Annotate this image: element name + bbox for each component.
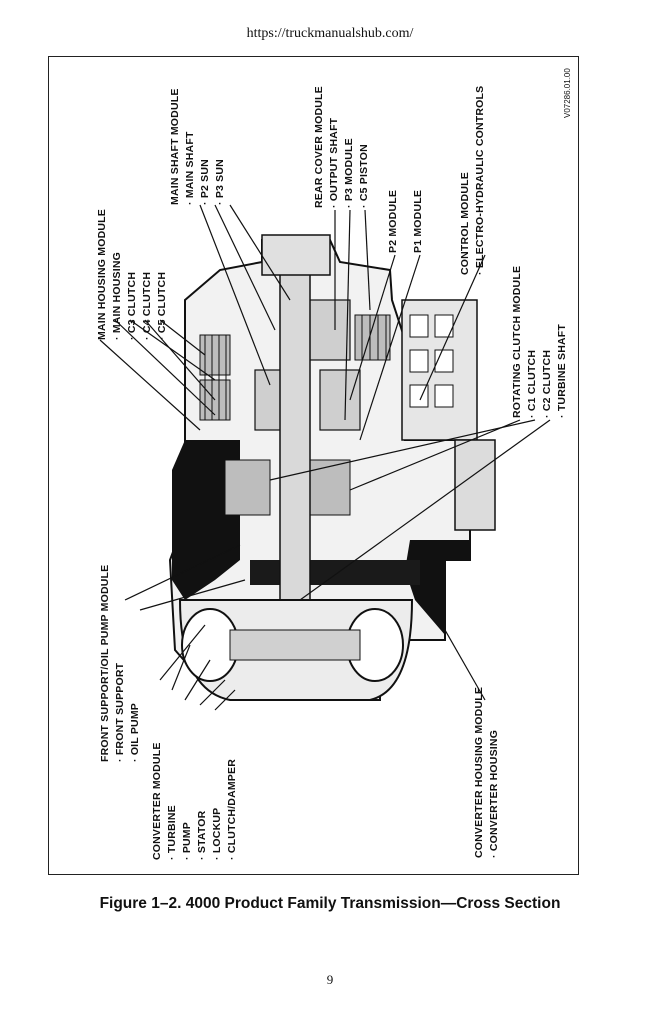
label-main-shaft-module: MAIN SHAFT MODULE · MAIN SHAFT · P2 SUN … — [169, 88, 226, 205]
figure-caption: Figure 1–2. 4000 Product Family Transmis… — [99, 895, 561, 912]
stator — [229, 629, 361, 661]
rear-housing-wall — [405, 540, 470, 635]
label-converter-housing-module: CONVERTER HOUSING MODULE · CONVERTER HOU… — [473, 686, 500, 858]
label-front-support-module: FRONT SUPPORT/OIL PUMP MODULE · FRONT SU… — [99, 564, 141, 762]
label-rotating-clutch-module: ROTATING CLUTCH MODULE · C1 CLUTCH · C2 … — [511, 265, 568, 418]
label-rear-cover-module: REAR COVER MODULE · OUTPUT SHAFT · P3 MO… — [313, 86, 370, 208]
label-main-housing-module: MAIN HOUSING MODULE · MAIN HOUSING · C3 … — [96, 209, 168, 340]
label-converter-module: CONVERTER MODULE · TURBINE · PUMP · STAT… — [151, 742, 238, 860]
p1-planetary — [319, 369, 361, 431]
label-p2-module: P2 MODULE — [387, 189, 399, 253]
label-control-module: CONTROL MODULE · ELECTRO-HYDRAULIC CONTR… — [459, 85, 486, 275]
figure-ref-code: V07286.01.00 — [563, 68, 572, 118]
output-shaft — [261, 234, 331, 276]
c2-clutch-pack — [224, 459, 271, 516]
page-number: 9 — [326, 972, 334, 987]
converter-housing-wall — [172, 440, 240, 600]
lower-housing-wall — [250, 560, 420, 585]
label-p1-module: P1 MODULE — [412, 189, 424, 253]
source-url: https://truckmanualshub.com/ — [246, 26, 414, 41]
c1-clutch-pack — [309, 459, 351, 516]
figure-frame — [48, 56, 579, 875]
c5-clutch-pack — [354, 314, 391, 361]
